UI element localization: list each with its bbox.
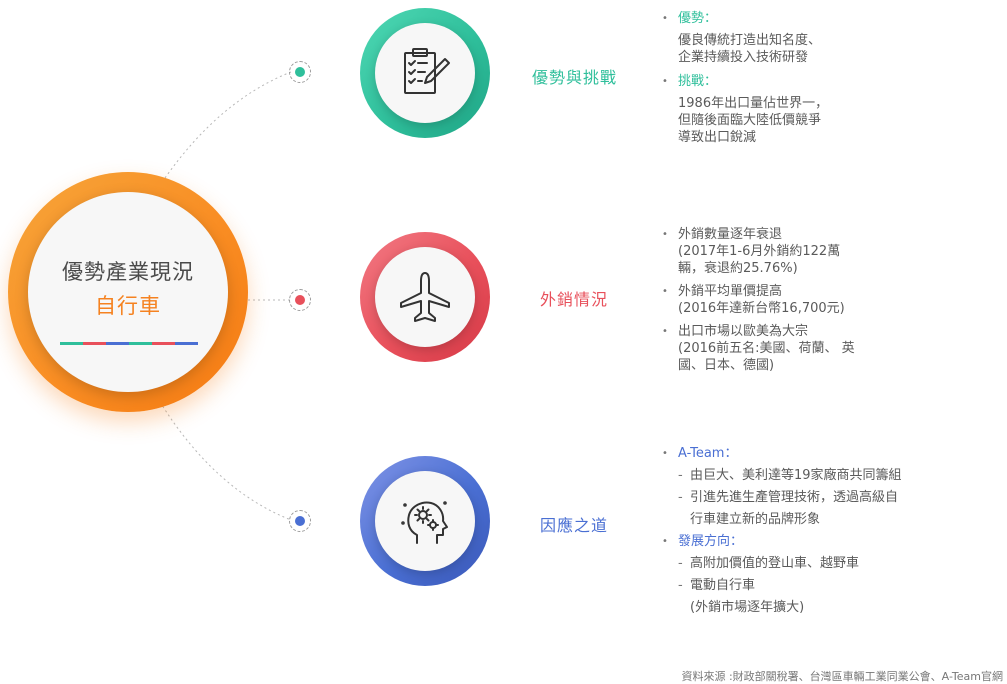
team-item-line: 引進先進生產管理技術，透過高級自 (678, 487, 902, 509)
exports-icon-circle (375, 247, 475, 347)
node-dot-exports (289, 289, 311, 311)
hub-title: 優勢產業現況 (62, 260, 194, 284)
gear-head-icon (401, 501, 448, 544)
stripe-blue (175, 342, 198, 345)
direction-item: 高附加價值的登山車、越野車 (662, 553, 902, 575)
team-item-line: 行車建立新的品牌形象 (690, 512, 821, 527)
clipboard-checklist-icon (404, 48, 450, 94)
connector-bottom (159, 401, 292, 521)
exports-detail: 外銷數量逐年衰退 (2017年1-6月外銷約122萬 輛，衰退約25.76%) … (662, 226, 855, 374)
exports-item-line: 外銷數量逐年衰退 (678, 227, 783, 242)
airplane-icon (400, 272, 450, 322)
direction-item-line: 電動自行車 (678, 575, 902, 597)
stripe-red (83, 342, 106, 345)
exports-item-line: 外銷平均單價提高 (678, 284, 783, 299)
exports-item-line: (2017年1-6月外銷約122萬 (678, 244, 841, 259)
advantages-line: 優良傳統打造出知名度、 (678, 33, 822, 48)
challenge-line: 1986年出口量佔世界一， (678, 96, 829, 111)
team-item-line: 由巨大、美利達等19家廠商共同籌組 (678, 465, 902, 487)
exports-item: 外銷數量逐年衰退 (2017年1-6月外銷約122萬 輛，衰退約25.76%) (662, 226, 855, 277)
source-note: 資料來源 :財政部關稅署、台灣區車輛工業同業公會、A-Team官網 (681, 670, 1003, 683)
hub-color-stripes (60, 342, 198, 345)
node-label-exports: 外銷情況 (540, 290, 609, 309)
node-label-strategy: 因應之道 (540, 516, 609, 535)
direction-item: 電動自行車 (外銷市場逐年擴大) (662, 575, 902, 619)
advantages-detail: 優勢： 優良傳統打造出知名度、 企業持續投入技術研發 挑戰： 1986年出口量佔… (662, 10, 828, 146)
stripe-red (152, 342, 175, 345)
stripe-green (60, 342, 83, 345)
team-heading: A-Team： (662, 443, 902, 465)
advantages-heading: 優勢： (662, 10, 828, 27)
advantages-line: 企業持續投入技術研發 (678, 50, 809, 65)
node-dot-advantages (289, 61, 311, 83)
direction-item-line: 高附加價值的登山車、越野車 (678, 553, 902, 575)
exports-item-line: (2016前五名:美國、荷蘭、 英 (678, 341, 855, 356)
advantages-icon-circle (375, 23, 475, 123)
connector-top (164, 71, 292, 179)
center-hub (28, 192, 228, 392)
exports-item-line: 輛，衰退約25.76%) (678, 261, 798, 276)
challenge-heading: 挑戰： (662, 73, 828, 90)
exports-item-line: 出口市場以歐美為大宗 (678, 324, 809, 339)
challenge-line: 但隨後面臨大陸低價競爭 (678, 113, 822, 128)
direction-heading: 發展方向： (662, 531, 902, 553)
exports-item: 外銷平均單價提高 (2016年達新台幣16,700元) (662, 283, 855, 317)
strategy-detail: A-Team： 由巨大、美利達等19家廠商共同籌組 引進先進生產管理技術，透過高… (662, 443, 902, 619)
node-dot-strategy (289, 510, 311, 532)
stripe-blue (106, 342, 129, 345)
team-item: 引進先進生產管理技術，透過高級自 行車建立新的品牌形象 (662, 487, 902, 531)
exports-item-line: 國、日本、德國) (678, 358, 775, 373)
node-label-advantages: 優勢與挑戰 (532, 68, 618, 87)
challenge-line: 導致出口銳減 (678, 130, 757, 145)
direction-item-line: (外銷市場逐年擴大) (690, 600, 805, 615)
hub-subtitle: 自行車 (95, 294, 161, 318)
strategy-icon-circle (375, 471, 475, 571)
exports-item-line: (2016年達新台幣16,700元) (678, 301, 845, 316)
stripe-green (129, 342, 152, 345)
exports-item: 出口市場以歐美為大宗 (2016前五名:美國、荷蘭、 英 國、日本、德國) (662, 323, 855, 374)
team-item: 由巨大、美利達等19家廠商共同籌組 (662, 465, 902, 487)
